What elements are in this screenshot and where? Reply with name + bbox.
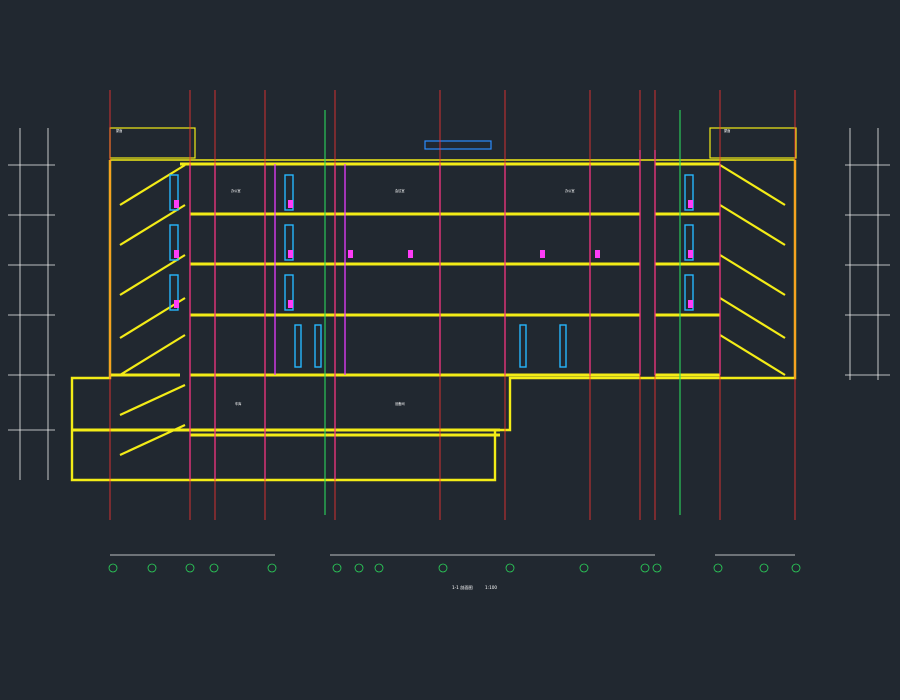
stairs-left [119,164,186,456]
building-roof-blocks [109,127,797,159]
building-main-frame [70,159,797,482]
red-grid-lines [109,90,796,520]
room-label-2: 会议室 [395,188,405,193]
room-label-1: 办公室 [231,188,241,193]
drawing-scale: 1:100 [485,585,497,590]
room-label-3: 办公室 [565,188,575,193]
floor-slabs [72,162,720,437]
level-label-roof-right: 屋面 [724,128,730,133]
level-label-roof-left: 屋面 [116,128,122,133]
axis-bubbles [108,563,801,573]
stairs-right [719,164,786,376]
drawing-title: 1-1 剖面图 [452,584,473,591]
room-label-4: 车库 [235,401,242,406]
cyan-openings [169,174,694,368]
magenta-markers [174,200,693,308]
room-label-5: 设备间 [395,401,405,406]
green-axis-lines [324,110,681,515]
right-level-scale [845,128,890,380]
left-level-scale [8,128,55,480]
